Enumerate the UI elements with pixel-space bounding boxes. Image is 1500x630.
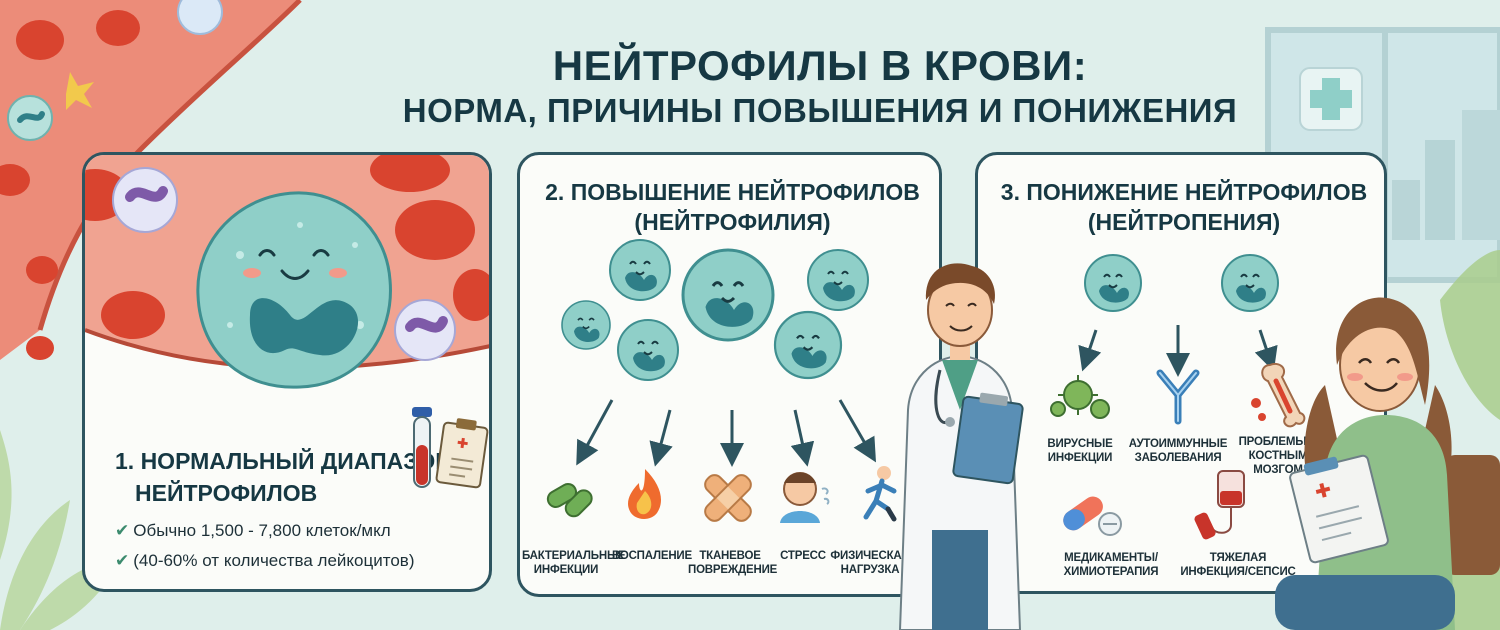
cause-viral-infections: ВИРУСНЫЕ ИНФЕКЦИИ [1047, 438, 1113, 464]
panel-normal-title-line1: 1. НОРМАЛЬНЫЙ ДИАПАЗОН [115, 448, 452, 474]
panel-increase-title: 2. ПОВЫШЕНИЕ НЕЙТРОФИЛОВ (НЕЙТРОФИЛИЯ) [520, 177, 939, 237]
page-subtitle: НОРМА, ПРИЧИНЫ ПОВЫШЕНИЯ И ПОНИЖЕНИЯ [402, 92, 1238, 129]
checkmark-icon: ✔ [115, 521, 130, 540]
cause-autoimmune-diseases: АУТОИММУННЫЕ ЗАБОЛЕВАНИЯ [1128, 438, 1228, 464]
medical-cross-sign [1299, 67, 1363, 131]
bacteria-icon [546, 483, 593, 518]
panel-neutrophilia: 2. ПОВЫШЕНИЕ НЕЙТРОФИЛОВ (НЕЙТРОФИЛИЯ) [517, 152, 942, 597]
bone-marrow-icon [1251, 363, 1306, 428]
doctor-illustration [898, 263, 1024, 630]
panel-normal-title: 1. НОРМАЛЬНЫЙ ДИАПАЗОН НЕЙТРОФИЛОВ [115, 445, 455, 509]
neutrophil-cell-icon [196, 191, 392, 389]
antibody-icon [1156, 369, 1200, 425]
panel-increase-title-line2: (НЕЙТРОФИЛИЯ) [634, 209, 831, 235]
stressed-person-icon [780, 472, 830, 523]
blood-test-tube-icon [412, 407, 489, 489]
bandage-icon [704, 474, 752, 522]
bullet-normal-count: ✔Обычно 1,500 - 7,800 клеток/мкл [115, 521, 391, 540]
iv-drip-icon [1194, 470, 1245, 540]
cause-medications-chemotherapy: МЕДИКАМЕНТЫ/ ХИМИОТЕРАПИЯ [1063, 552, 1159, 578]
panel-decrease-title: 3. ПОНИЖЕНИЕ НЕЙТРОФИЛОВ (НЕЙТРОПЕНИЯ) [978, 177, 1384, 237]
page-title: НЕЙТРОФИЛЫ В КРОВИ: [552, 42, 1088, 89]
cause-bacterial-infections: БАКТЕРИАЛЬНЫЕ ИНФЕКЦИИ [522, 550, 626, 576]
virus-icon [1050, 375, 1110, 419]
neutrophil-cluster [546, 239, 897, 523]
pills-icon [1063, 496, 1122, 536]
bullet-normal-percentage: ✔(40-60% от количества лейкоцитов) [115, 551, 415, 570]
panel-normal-title-line2: НЕЙТРОФИЛОВ [135, 480, 318, 506]
patient-illustration [1275, 297, 1500, 630]
panel-decrease-title-line1: 3. ПОНИЖЕНИЕ НЕЙТРОФИЛОВ [1000, 179, 1368, 205]
runner-icon [863, 466, 897, 522]
cause-severe-infection-sepsis: ТЯЖЕЛАЯ ИНФЕКЦИЯ/СЕПСИС [1180, 552, 1296, 578]
checkmark-icon: ✔ [115, 551, 130, 570]
blood-vessel [0, 0, 302, 360]
cause-stress: СТРЕСС [780, 550, 826, 562]
cause-bone-marrow-problems: ПРОБЛЕМЫ С КОСТНЫМ МОЗГОМ [1238, 436, 1318, 476]
flame-icon [628, 469, 661, 519]
panel-normal-range: 1. НОРМАЛЬНЫЙ ДИАПАЗОН НЕЙТРОФИЛОВ ✔Обыч… [82, 152, 492, 592]
cause-tissue-damage: ТКАНЕВОЕ ПОВРЕЖДЕНИЕ [688, 550, 778, 576]
neutropenia-diagram [1050, 254, 1306, 540]
panel-increase-title-line1: 2. ПОВЫШЕНИЕ НЕЙТРОФИЛОВ [545, 179, 920, 205]
cause-physical-activity: ФИЗИЧЕСКАЯ НАГРУЗКА [830, 550, 910, 576]
panel-decrease-title-line2: (НЕЙТРОПЕНИЯ) [1087, 209, 1281, 235]
cause-inflammation: ВОСПАЛЕНИЕ [612, 550, 692, 562]
